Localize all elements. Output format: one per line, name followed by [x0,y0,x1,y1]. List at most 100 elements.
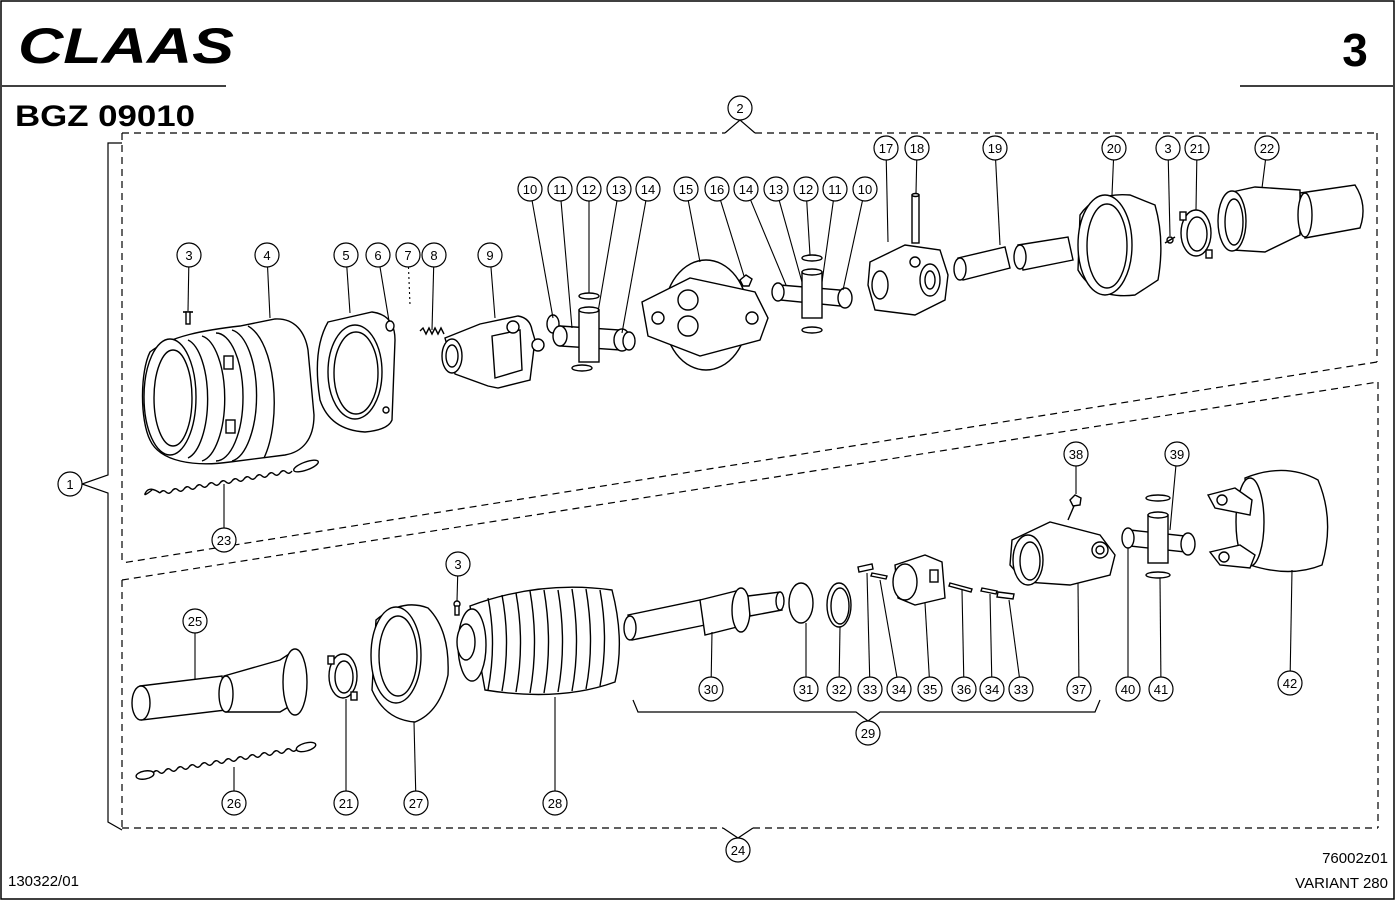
leader-line [885,159,889,243]
callout-6: 6 [365,242,391,322]
part-31-snap-ring [788,582,814,624]
callout-number: 6 [374,248,381,263]
callout-20: 20 [1101,135,1127,196]
part-19-profile-tubes [953,236,1074,281]
part-37-yoke-lower [1009,521,1116,586]
callout-bubble [333,790,359,816]
callout-number: 14 [739,182,753,197]
leader-line [838,626,841,678]
leader-line [1289,569,1293,672]
callout-number: 33 [863,682,877,697]
callout-number: 27 [409,796,423,811]
callout-number: 3 [185,248,192,263]
callout-bubble [733,176,759,202]
callout-number: 32 [832,682,846,697]
leader-line [961,589,965,678]
callout-9: 9 [477,242,503,319]
callout-bubble [635,176,661,202]
callout-7: 7 [395,242,421,306]
leader-line [407,266,411,306]
callout-number: 40 [1121,682,1135,697]
callout-24: 24 [725,837,751,863]
leader-line [531,200,554,319]
callout-bubble [221,790,247,816]
callout-number: 15 [679,182,693,197]
callout-number: 14 [641,182,655,197]
callout-number: 30 [704,682,718,697]
leader-line [346,266,351,314]
callout-bubble [793,176,819,202]
callout-number: 4 [263,248,270,263]
callout-bubble [704,176,730,202]
leader-line [1077,582,1080,678]
callout-number: 29 [861,726,875,741]
callout-41: 41 [1148,577,1174,702]
callout-13: 13 [763,176,803,283]
part-42-yoke-end [1206,469,1329,573]
callout-34: 34 [879,579,912,702]
callout-15: 15 [673,176,701,263]
callout-number: 39 [1170,447,1184,462]
callout-number: 26 [227,796,241,811]
part-38-grease-nipple [1067,494,1082,521]
doc-reference: 130322/01 [8,873,79,890]
part-21-bearing-ring-lower [327,653,358,701]
leader-line [621,200,647,334]
part-25-guard-tube-lower [131,648,308,721]
callout-bubble [445,551,471,577]
part-30-profile-tube-shaft [623,587,785,641]
callout-34: 34 [979,593,1005,702]
callout-32: 32 [826,626,852,702]
callout-number: 22 [1260,141,1274,156]
universal-joint-cross-right [771,254,853,334]
callout-bubble [365,242,391,268]
callout-39: 39 [1164,441,1190,531]
leader-line [778,200,803,283]
callout-number: 16 [710,182,724,197]
variant-label: VARIANT 280 [1295,875,1388,892]
callout-10: 10 [842,176,878,291]
leader-line [379,266,390,322]
callout-number: 3 [1164,141,1171,156]
callout-21: 21 [333,699,359,816]
leader-line [879,579,898,678]
leader-line [821,200,834,283]
callout-bubble [57,471,83,497]
part-9-yoke [441,315,545,389]
callout-bubble [477,242,503,268]
callout-bubble [1148,676,1174,702]
callout-number: 1 [66,477,73,492]
callout-33: 33 [1008,599,1034,702]
part-33-pin-right [996,591,1015,600]
callout-11: 11 [547,176,573,329]
callout-number: 18 [910,141,924,156]
callout-bubble [1008,676,1034,702]
callout-bubble [763,176,789,202]
drawing-title: BGZ 09010 [15,100,195,133]
callout-13: 13 [597,176,632,313]
callout-29: 29 [855,720,881,746]
callout-number: 11 [553,182,567,197]
callout-12: 12 [793,176,819,256]
leader-line [560,200,573,329]
leader-line [842,200,863,291]
callout-number: 17 [879,141,893,156]
callout-3: 3 [1155,135,1181,237]
callout-bubble [1101,135,1127,161]
callout-1: 1 [57,471,83,497]
callout-bubble [395,242,421,268]
callout-22: 22 [1254,135,1280,189]
callout-bubble [725,837,751,863]
leader-line [597,200,618,313]
group-frame-upper [121,132,1378,564]
part-21-bearing-ring-upper [1179,209,1213,259]
callout-bubble [403,790,429,816]
leader-line [431,266,435,331]
callout-21: 21 [1184,135,1210,211]
callout-number: 33 [1014,682,1028,697]
part-34-pin-left [870,572,888,580]
part-8-spring [419,326,445,336]
callout-number: 11 [828,182,842,197]
callout-bubble [1254,135,1280,161]
callout-bubble [182,608,208,634]
